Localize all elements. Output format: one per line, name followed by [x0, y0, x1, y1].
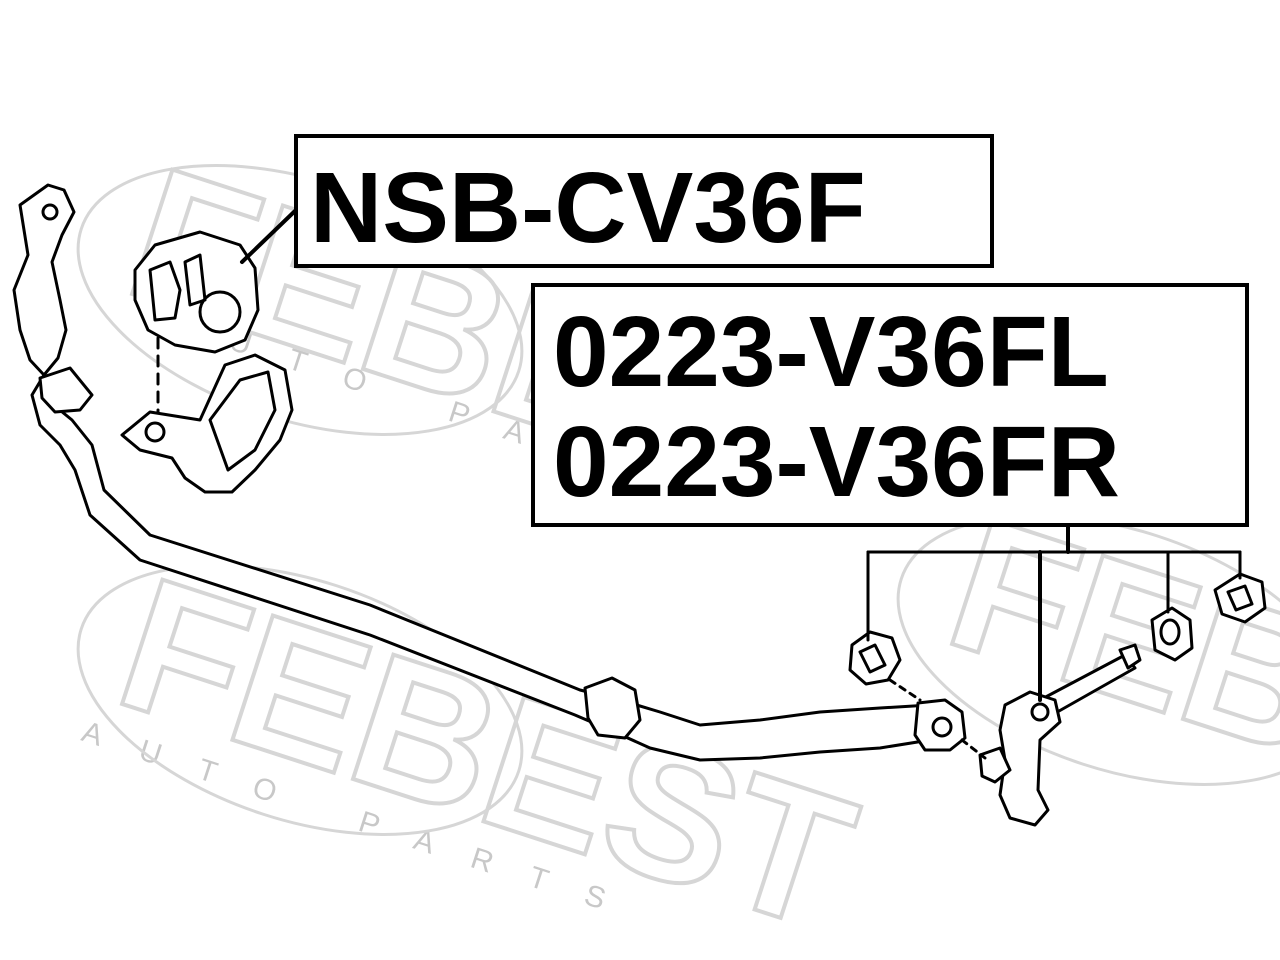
part-number-bushing: NSB-CV36F [310, 152, 866, 264]
stabilizer-bushing-slit [183, 253, 207, 307]
leader-bushing [240, 208, 298, 264]
part-number-box-link: 0223-V36FL 0223-V36FR [531, 283, 1249, 527]
bracket-bolt-hole [144, 421, 166, 443]
stabilizer-end-hole [41, 203, 59, 221]
bar-bushing-middle [583, 676, 642, 740]
part-number-link-left: 0223-V36FL [553, 296, 1109, 408]
stabilizer-bar-end-bracket [12, 183, 76, 377]
bushing-bracket [120, 353, 294, 494]
part-number-link-right: 0223-V36FR [553, 406, 1120, 518]
part-number-box-bushing: NSB-CV36F [294, 134, 994, 268]
stabilizer-link-ball-joint [998, 690, 1062, 827]
stabilizer-bushing-hole [198, 290, 242, 334]
watermark-brand-right: FEBEST [927, 477, 1280, 910]
bracket-inner [208, 370, 277, 472]
link-dashed-line-upper [888, 678, 922, 702]
bar-end-hole [931, 716, 953, 738]
link-bushing-left-inner [858, 643, 887, 674]
watermark-oval-bottom [76, 564, 524, 836]
link-nut-inner [1226, 584, 1254, 612]
watermark-oval-right [896, 514, 1280, 786]
stabilizer-bushing-inner [148, 260, 182, 322]
stabilizer-link-lower-stud [978, 746, 1012, 784]
link-ball-hole [1030, 702, 1050, 722]
stabilizer-link-stud-top [1118, 643, 1142, 670]
link-washer-hole [1159, 618, 1181, 646]
link-bushing-left [848, 630, 902, 686]
link-dashed-line [960, 738, 987, 760]
bar-bushing-left [38, 366, 94, 414]
